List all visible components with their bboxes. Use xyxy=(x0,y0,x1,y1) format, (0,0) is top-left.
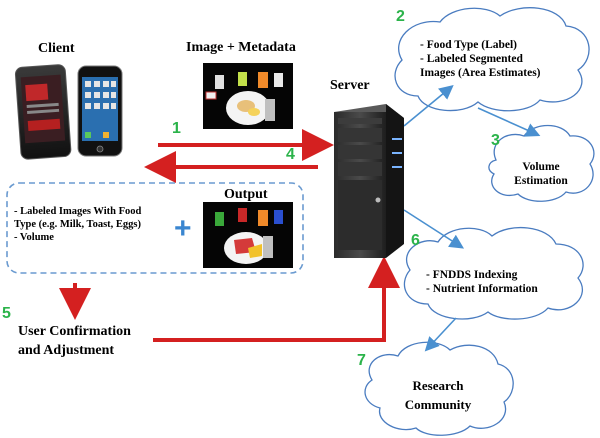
cloud-research-text: Research Community xyxy=(396,376,480,414)
arrow-confirm-to-server xyxy=(153,256,400,342)
segmented-meal-photo-icon xyxy=(203,202,293,268)
plus-icon: + xyxy=(174,212,192,245)
output-dashed-box xyxy=(6,182,304,274)
arrow-step-7 xyxy=(424,317,457,352)
cloud-food-line-3: Images (Area Estimates) xyxy=(420,67,541,79)
step-3-number: 3 xyxy=(491,132,500,149)
arrow-step-6 xyxy=(403,209,465,249)
cloud-research-line-1: Research xyxy=(412,378,464,393)
output-description: - Labeled Images With Food Type (e.g. Mi… xyxy=(14,205,141,244)
cloud-fndds-text: - FNDDS Indexing - Nutrient Information xyxy=(426,268,538,296)
cloud-volume-line-2: Estimation xyxy=(514,175,568,187)
cloud-research xyxy=(364,341,514,436)
client-label: Client xyxy=(38,41,75,56)
phone-right-icon xyxy=(77,65,123,157)
server-tower-icon xyxy=(334,104,404,258)
cloud-food-line-2: - Labeled Segmented xyxy=(420,53,523,65)
image-metadata-label: Image + Metadata xyxy=(186,40,296,55)
cloud-food-text: - Food Type (Label) - Labeled Segmented … xyxy=(420,38,541,80)
user-confirmation-label: User Confirmation and Adjustment xyxy=(18,322,131,360)
arrow-step-3 xyxy=(477,107,541,137)
user-confirmation-line-2: and Adjustment xyxy=(18,343,115,358)
meal-photo-icon xyxy=(203,63,293,129)
cloud-research-line-2: Community xyxy=(404,397,472,412)
output-line-3: - Volume xyxy=(14,232,54,243)
step-7-number: 7 xyxy=(357,352,366,369)
step-6-number: 6 xyxy=(411,232,420,249)
cloud-volume-line-1: Volume xyxy=(522,161,560,173)
cloud-food-line-1: - Food Type (Label) xyxy=(420,39,518,51)
output-label: Output xyxy=(224,187,268,202)
step-4-number: 4 xyxy=(286,146,295,163)
arrow-step-2 xyxy=(403,84,454,127)
server-label: Server xyxy=(330,78,370,93)
cloud-fndds xyxy=(403,226,584,320)
step-1-number: 1 xyxy=(172,120,181,137)
cloud-fndds-line-2: - Nutrient Information xyxy=(426,283,538,295)
step-2-number: 2 xyxy=(396,8,405,25)
cloud-fndds-line-1: - FNDDS Indexing xyxy=(426,269,518,281)
output-line-1: - Labeled Images With Food xyxy=(14,206,142,217)
cloud-volume-text: Volume Estimation xyxy=(500,160,582,188)
output-line-2: Type (e.g. Milk, Toast, Eggs) xyxy=(14,219,141,230)
step-5-number: 5 xyxy=(2,305,11,322)
user-confirmation-line-1: User Confirmation xyxy=(18,324,131,339)
phone-left-icon xyxy=(14,64,72,160)
